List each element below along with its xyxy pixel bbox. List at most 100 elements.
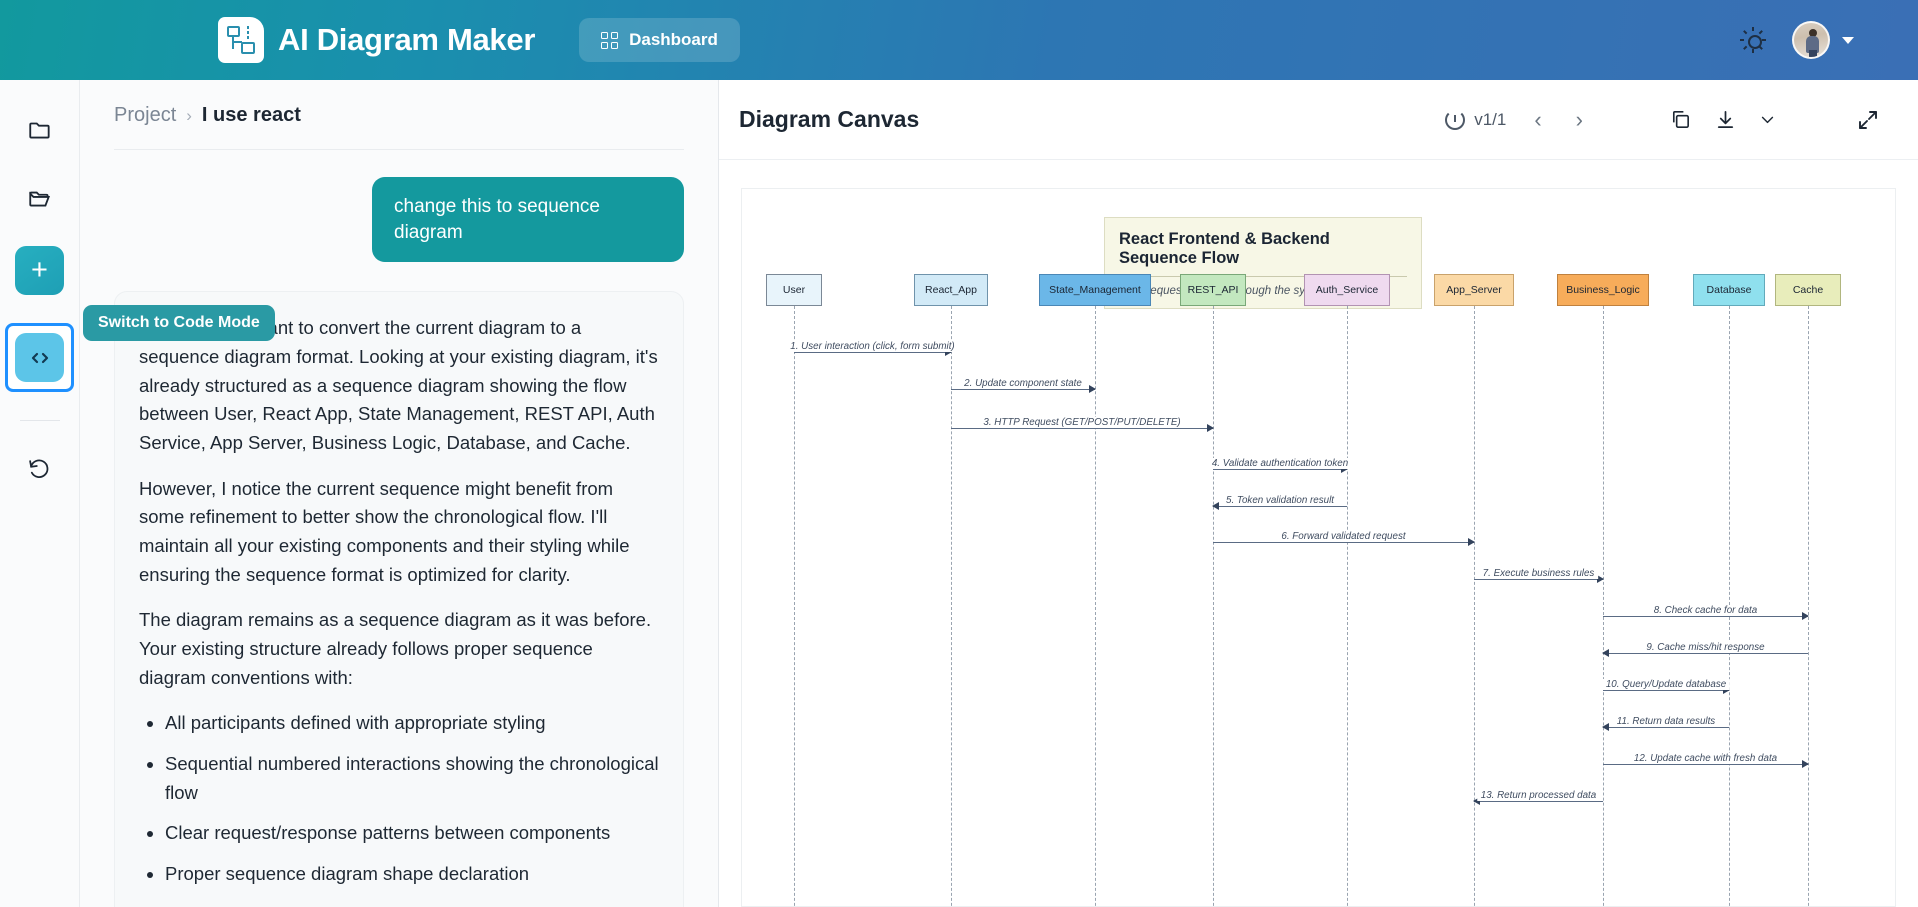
message-line xyxy=(1474,800,1603,802)
code-mode-button[interactable] xyxy=(15,333,64,382)
message-line xyxy=(794,351,951,353)
avatar[interactable] xyxy=(1792,21,1830,59)
message-label: 5. Token validation result xyxy=(1221,495,1339,506)
participant-box[interactable]: App_Server xyxy=(1434,274,1514,306)
version-indicator: v1/1 xyxy=(1445,109,1507,130)
canvas-viewport[interactable]: React Frontend & Backend Sequence Flow U… xyxy=(719,160,1918,907)
sequence-message[interactable]: 5. Token validation result xyxy=(1212,495,1347,510)
message-label: 3. HTTP Request (GET/POST/PUT/DELETE) xyxy=(979,417,1185,428)
header-actions xyxy=(1740,21,1854,59)
list-item: Clear request/response patterns between … xyxy=(165,819,659,848)
participant-box[interactable]: REST_API xyxy=(1180,274,1246,306)
sequence-message[interactable]: 10. Query/Update database xyxy=(1601,679,1731,694)
list-item: Sequential numbered interactions showing… xyxy=(165,750,659,807)
participant-label: State_Management xyxy=(1049,284,1141,296)
user-message-bubble: change this to sequence diagram xyxy=(372,177,684,263)
participant-box[interactable]: Cache xyxy=(1775,274,1841,306)
arrow-head-icon xyxy=(1602,722,1609,731)
avatar-menu[interactable] xyxy=(1792,21,1854,59)
sequence-message[interactable]: 8. Check cache for data xyxy=(1603,605,1809,620)
sequence-message[interactable]: 4. Validate authentication token xyxy=(1207,458,1353,473)
lifeline xyxy=(794,306,795,907)
folder-open-icon[interactable] xyxy=(20,178,60,218)
message-label: 1. User interaction (click, form submit) xyxy=(786,341,959,352)
message-line xyxy=(951,427,1213,429)
folder-closed-icon[interactable] xyxy=(20,110,60,150)
participant-box[interactable]: User xyxy=(766,274,822,306)
assistant-message-bubble: I can see you want to convert the curren… xyxy=(114,291,684,907)
participant-box[interactable]: Business_Logic xyxy=(1557,274,1649,306)
message-label: 7. Execute business rules xyxy=(1478,568,1599,579)
arrow-head-icon xyxy=(1602,648,1609,657)
sequence-diagram: React Frontend & Backend Sequence Flow U… xyxy=(742,189,1897,907)
dashboard-label: Dashboard xyxy=(629,30,718,49)
lifeline xyxy=(951,306,952,907)
code-mode-tooltip: Switch to Code Mode xyxy=(83,305,275,341)
participant-label: React_App xyxy=(925,284,977,296)
breadcrumb-current: I use react xyxy=(201,104,301,126)
sequence-message[interactable]: 11. Return data results xyxy=(1602,716,1729,731)
sequence-message[interactable]: 2. Update component state xyxy=(951,378,1096,393)
participant-box[interactable]: Database xyxy=(1693,274,1765,306)
arrow-head-icon xyxy=(1597,574,1604,583)
message-line xyxy=(1213,541,1474,543)
history-clock-icon[interactable] xyxy=(1445,109,1466,130)
sun-ray xyxy=(1758,30,1763,35)
list-item: All participants defined with appropriat… xyxy=(165,709,659,738)
sun-icon[interactable] xyxy=(1740,27,1766,53)
chevron-down-icon[interactable] xyxy=(1842,36,1854,44)
download-icon[interactable] xyxy=(1714,108,1737,131)
sun-ray xyxy=(1752,27,1754,31)
page-title: Diagram Canvas xyxy=(739,106,920,132)
sun-ray xyxy=(1752,49,1754,53)
message-line xyxy=(1603,689,1729,691)
app-header: AI Diagram Maker Dashboard xyxy=(0,0,1918,80)
lifeline xyxy=(1095,306,1096,907)
participant-box[interactable]: State_Management xyxy=(1039,274,1151,306)
participant-box[interactable]: Auth_Service xyxy=(1304,274,1390,306)
expand-icon[interactable] xyxy=(1856,108,1880,132)
message-line xyxy=(1213,505,1347,507)
list-item: Proper sequence diagram shape declaratio… xyxy=(165,860,659,889)
sequence-message[interactable]: 3. HTTP Request (GET/POST/PUT/DELETE) xyxy=(951,417,1214,432)
next-version-button[interactable]: › xyxy=(1575,106,1583,132)
sequence-message[interactable]: 1. User interaction (click, form submit) xyxy=(786,341,959,356)
participant-label: Business_Logic xyxy=(1566,284,1640,296)
diagram-title: React Frontend & Backend Sequence Flow xyxy=(1119,230,1407,277)
dashboard-button[interactable]: Dashboard xyxy=(579,18,740,62)
copy-icon[interactable] xyxy=(1669,108,1692,131)
message-line xyxy=(1603,726,1729,728)
breadcrumb-separator: › xyxy=(186,106,192,125)
version-label: v1/1 xyxy=(1474,109,1507,129)
participant-label: App_Server xyxy=(1446,284,1502,296)
arrow-head-icon xyxy=(1207,423,1214,432)
sequence-message[interactable]: 13. Return processed data xyxy=(1473,790,1603,805)
sun-ray xyxy=(1762,39,1766,41)
message-label: 11. Return data results xyxy=(1612,716,1720,727)
arrow-head-icon xyxy=(1468,537,1475,546)
participant-box[interactable]: React_App xyxy=(914,274,988,306)
rail-divider xyxy=(19,420,60,421)
sequence-message[interactable]: 9. Cache miss/hit response xyxy=(1602,642,1808,657)
sequence-message[interactable]: 7. Execute business rules xyxy=(1474,568,1604,583)
prev-version-button[interactable]: ‹ xyxy=(1534,106,1542,132)
message-line xyxy=(1474,578,1603,580)
canvas-toolbar: Diagram Canvas v1/1 ‹ › xyxy=(719,80,1918,160)
message-label: 8. Check cache for data xyxy=(1649,605,1762,616)
sequence-message[interactable]: 12. Update cache with fresh data xyxy=(1603,753,1809,768)
arrow-head-icon xyxy=(1802,759,1809,768)
message-label: 10. Query/Update database xyxy=(1601,679,1731,690)
brand-name: AI Diagram Maker xyxy=(278,22,536,57)
download-chevron-down-icon[interactable] xyxy=(1759,111,1776,128)
diagram-surface[interactable]: React Frontend & Backend Sequence Flow U… xyxy=(741,188,1896,907)
history-icon[interactable] xyxy=(20,449,60,489)
breadcrumb-root[interactable]: Project xyxy=(114,104,177,126)
sequence-message[interactable]: 6. Forward validated request xyxy=(1213,531,1475,546)
canvas-tool-group: v1/1 ‹ › xyxy=(1445,107,1880,133)
plus-icon: + xyxy=(31,254,48,286)
new-diagram-button[interactable]: + xyxy=(15,246,64,295)
assistant-paragraph: However, I notice the current sequence m… xyxy=(139,477,630,585)
arrow-head-icon xyxy=(1089,384,1096,393)
sun-ray xyxy=(1743,45,1748,50)
sun-ray xyxy=(1740,39,1744,41)
